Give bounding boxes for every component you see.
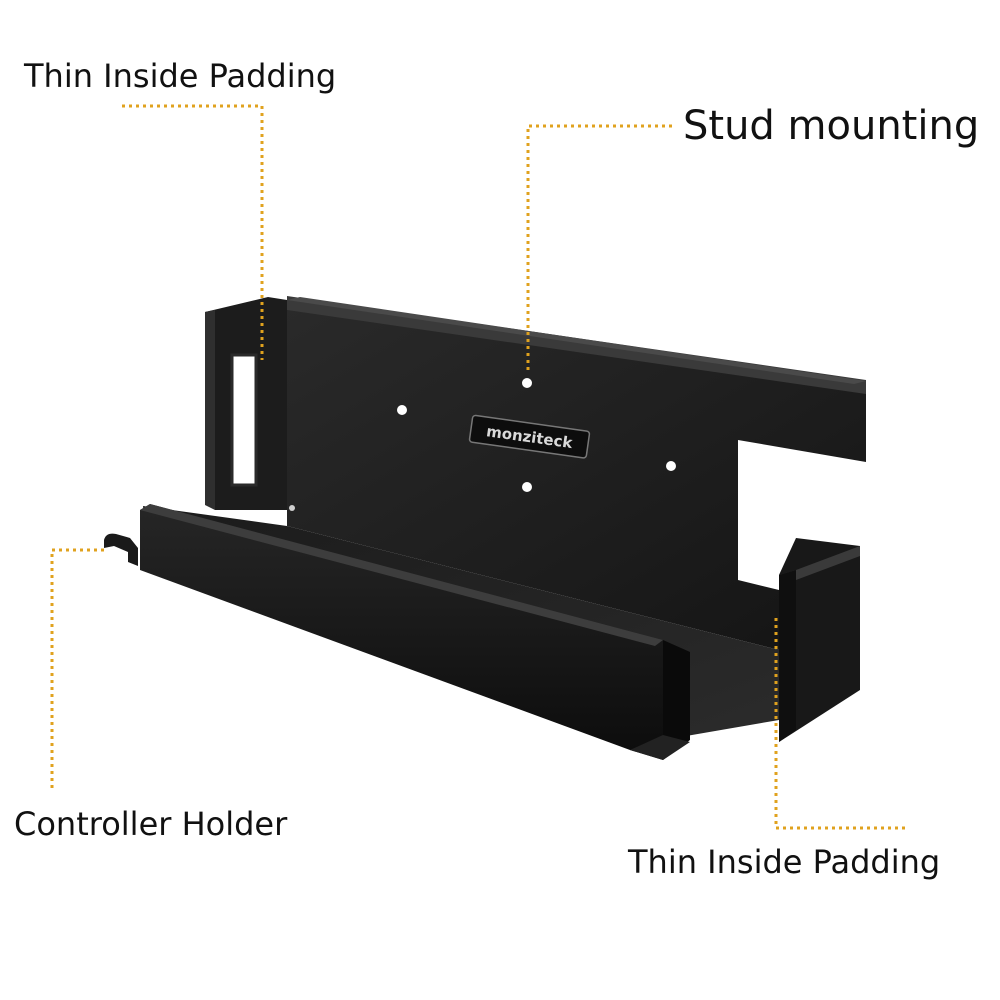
mounting-holes xyxy=(289,378,676,511)
left-side-bracket xyxy=(205,297,287,510)
leader-line-controller xyxy=(50,548,104,792)
callout-stud-mounting: Stud mounting xyxy=(683,103,980,149)
right-side-wall xyxy=(779,538,860,742)
callout-controller-holder: Controller Holder xyxy=(14,805,288,843)
leader-line-top-left xyxy=(122,104,264,360)
callout-thin-inside-padding-bottom: Thin Inside Padding xyxy=(628,843,941,881)
side-window xyxy=(230,353,258,487)
back-plate xyxy=(287,296,866,650)
controller-holder xyxy=(104,504,690,760)
callout-thin-inside-padding-top: Thin Inside Padding xyxy=(24,57,337,95)
brand-logo: monziteck xyxy=(468,414,591,459)
leader-line-bottom-right xyxy=(774,618,906,830)
leader-lines xyxy=(50,104,906,830)
leader-line-stud xyxy=(526,124,676,370)
